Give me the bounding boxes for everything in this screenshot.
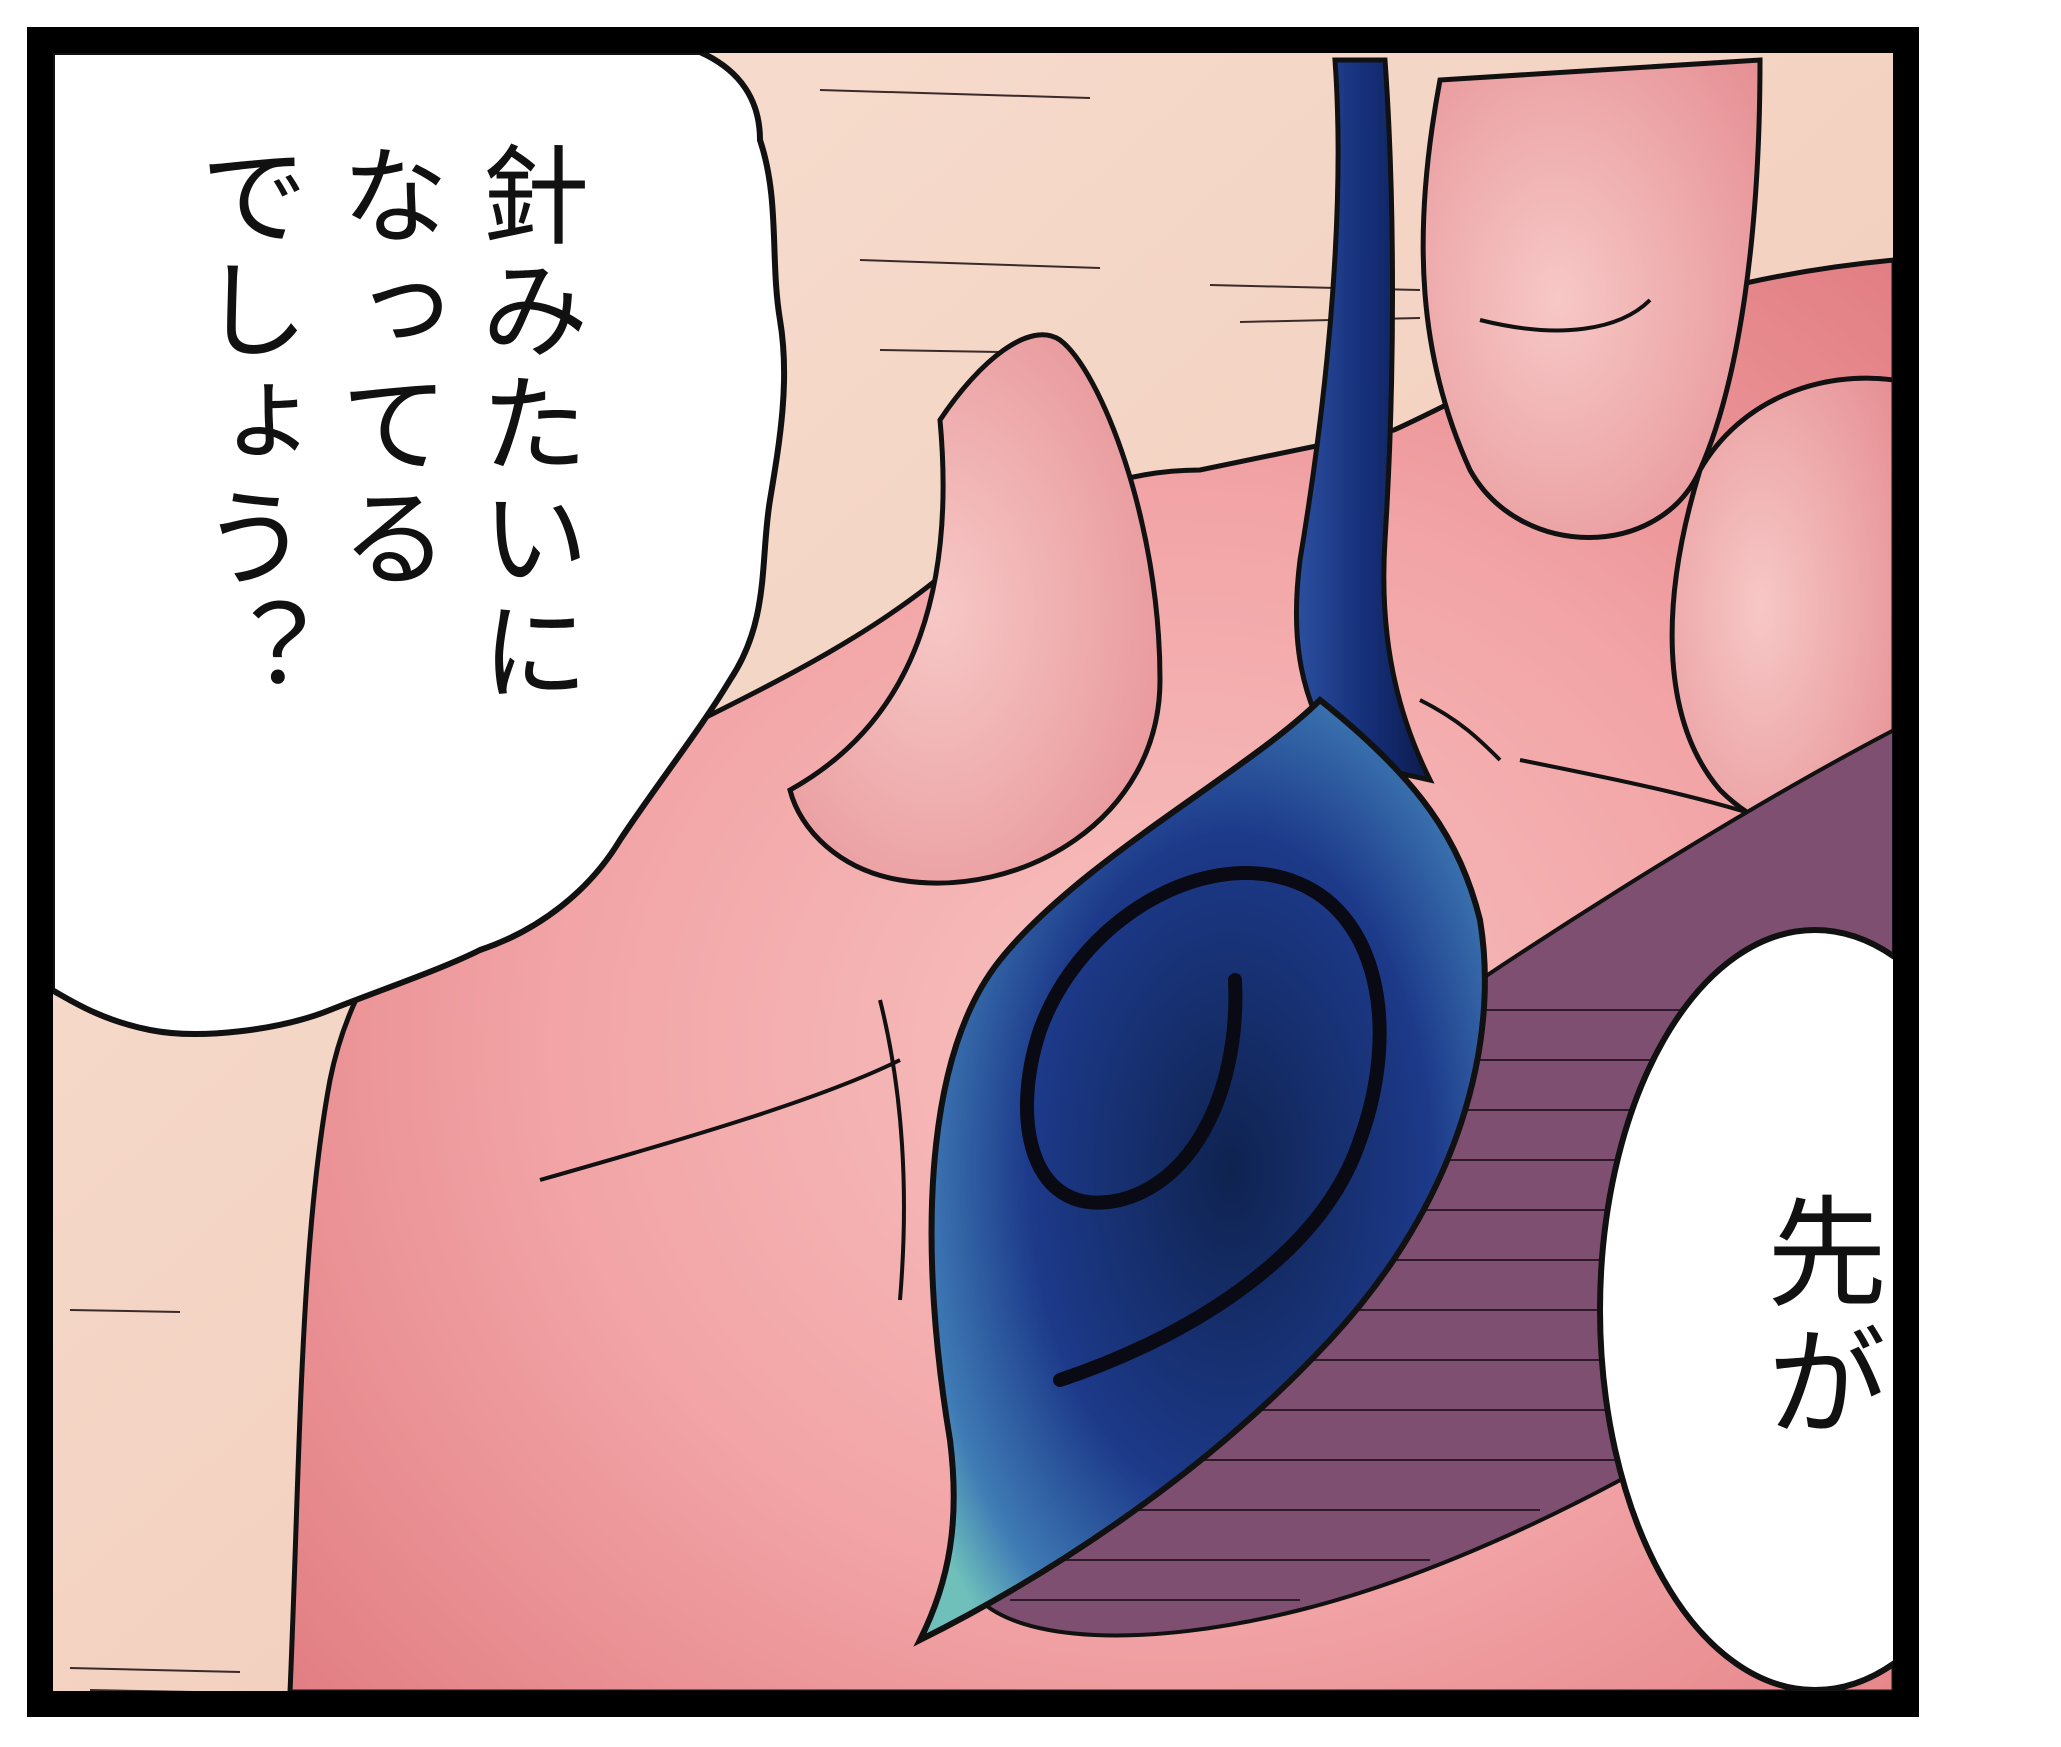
finger-thumb xyxy=(787,332,1163,886)
leaf-body xyxy=(913,695,1488,1647)
panel-border xyxy=(27,27,1919,1717)
speech-bubble-right xyxy=(1597,927,1894,1692)
leaf-spiral xyxy=(1020,866,1387,1387)
speech-text-left: 針みたいに なってる でしょう？ xyxy=(183,140,588,710)
speech-text-right: 先が xyxy=(1746,1190,1885,1450)
speech-bubble-left xyxy=(52,52,788,1037)
finger-index xyxy=(1420,57,1763,540)
leaf-stem xyxy=(1293,57,1435,784)
